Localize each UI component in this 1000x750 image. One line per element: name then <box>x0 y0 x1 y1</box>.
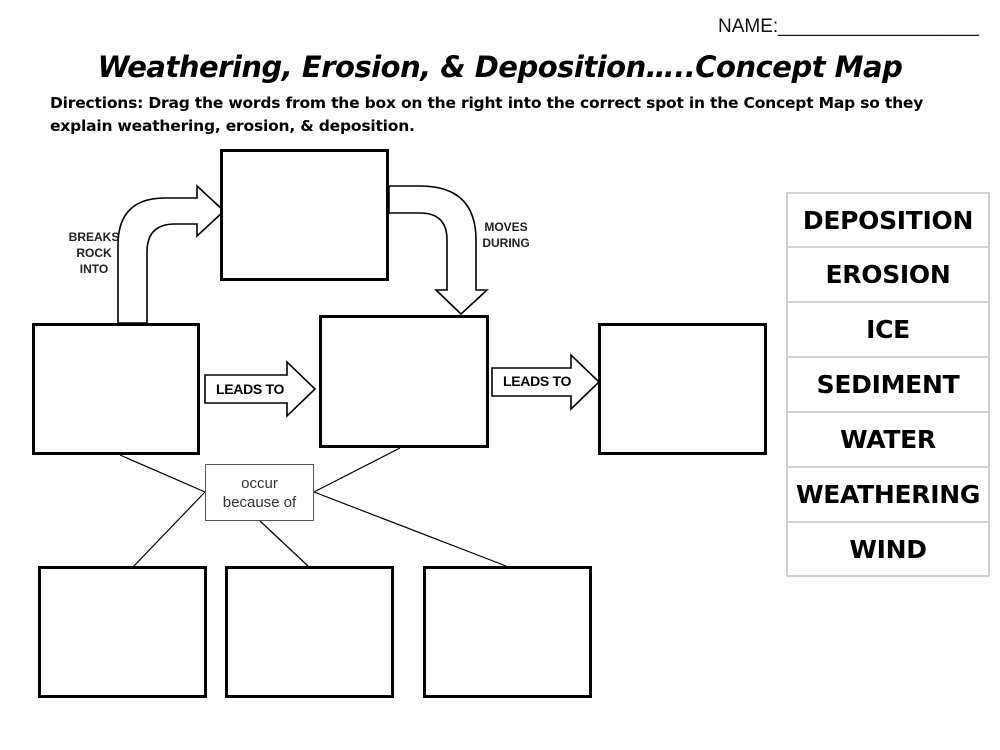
word-tile-wind[interactable]: WIND <box>786 522 990 577</box>
leads-to-label-2: LEADS TO <box>503 373 572 389</box>
moves-during-label: MOVES DURING <box>482 220 530 250</box>
word-tile-ice[interactable]: ICE <box>786 302 990 357</box>
word-tile-weathering[interactable]: WEATHERING <box>786 467 990 522</box>
word-tile-deposition[interactable]: DEPOSITION <box>786 192 990 247</box>
connector-occur-to-bottom-left <box>131 491 206 569</box>
connector-lines <box>119 447 507 569</box>
occur-because-of-box: occur because of <box>205 464 314 521</box>
connector-left-to-occur <box>119 454 206 493</box>
word-tile-erosion[interactable]: EROSION <box>786 247 990 302</box>
leads-to-arrow-1 <box>204 360 317 418</box>
connector-occur-to-bottom-middle <box>259 520 309 567</box>
name-field-label: NAME:___________________ <box>718 16 979 37</box>
directions-text: Directions: Drag the words from the box … <box>50 94 924 135</box>
word-tile-sediment[interactable]: SEDIMENT <box>786 357 990 412</box>
breaks-rock-into-label: BREAKS ROCK INTO <box>68 230 120 276</box>
word-bank: DEPOSITION EROSION ICE SEDIMENT WATER WE… <box>786 192 990 577</box>
word-tile-water[interactable]: WATER <box>786 412 990 467</box>
drop-box-bottom-left[interactable] <box>38 566 207 698</box>
leads-to-label-1: LEADS TO <box>216 381 285 397</box>
connector-occur-to-bottom-right <box>313 491 507 567</box>
page-title: Weathering, Erosion, & Deposition…..Conc… <box>97 50 903 84</box>
breaks-rock-arrow <box>117 184 226 324</box>
leads-to-arrow-2 <box>491 353 601 411</box>
drop-box-bottom-middle[interactable] <box>225 566 394 698</box>
drop-box-right[interactable] <box>598 323 767 455</box>
drop-box-left[interactable] <box>32 323 200 455</box>
drop-box-top[interactable] <box>220 149 389 281</box>
moves-during-arrow <box>388 185 490 316</box>
drop-box-center[interactable] <box>319 315 489 448</box>
drop-box-bottom-right[interactable] <box>423 566 592 698</box>
connector-center-to-occur <box>313 447 401 493</box>
